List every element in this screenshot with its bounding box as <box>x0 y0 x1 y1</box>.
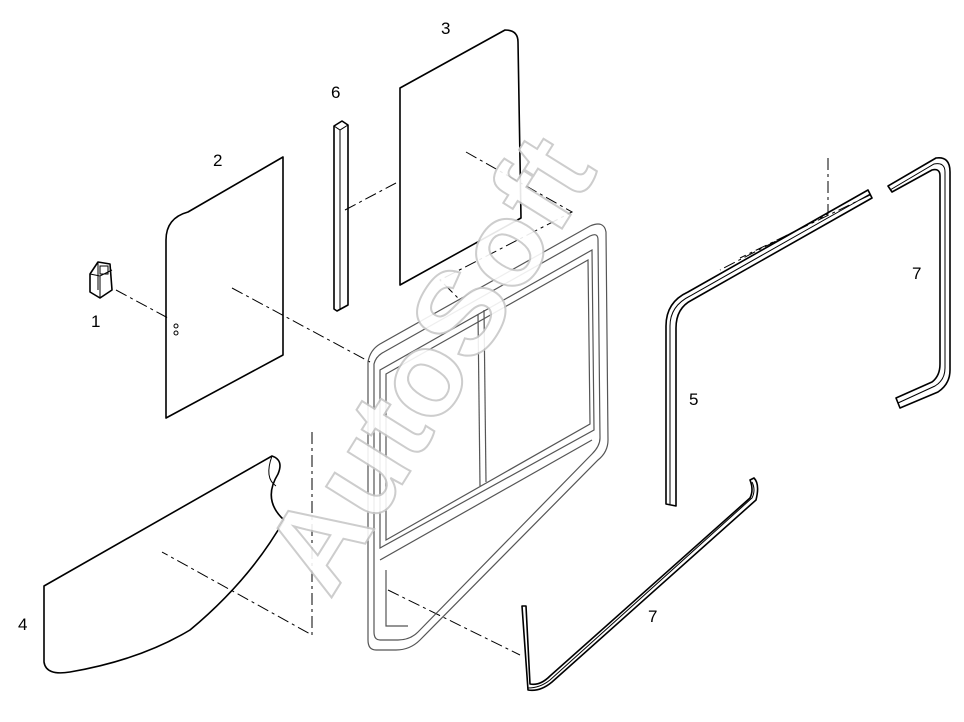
label-part-6: 6 <box>331 83 340 102</box>
part-5-seal <box>665 189 873 507</box>
part-4-lower-glass <box>43 455 285 674</box>
door-frame <box>367 223 609 651</box>
part-labels: 1 2 3 4 5 6 7 7 <box>18 19 921 634</box>
label-part-2: 2 <box>213 151 222 170</box>
label-part-7-lower: 7 <box>648 607 657 626</box>
label-part-7-upper: 7 <box>912 264 921 283</box>
label-part-3: 3 <box>441 19 450 38</box>
part-3-upper-glass <box>399 29 522 286</box>
label-part-5: 5 <box>689 390 698 409</box>
part-6-strip <box>333 120 349 312</box>
part-7-lower-seal <box>521 477 759 692</box>
part-1-clip <box>89 261 113 299</box>
watermark-text: AutoSoft <box>238 113 620 614</box>
label-part-1: 1 <box>91 312 100 331</box>
part-7-upper-seal <box>887 156 951 409</box>
label-part-4: 4 <box>18 615 27 634</box>
part-2-front-glass <box>165 156 284 419</box>
